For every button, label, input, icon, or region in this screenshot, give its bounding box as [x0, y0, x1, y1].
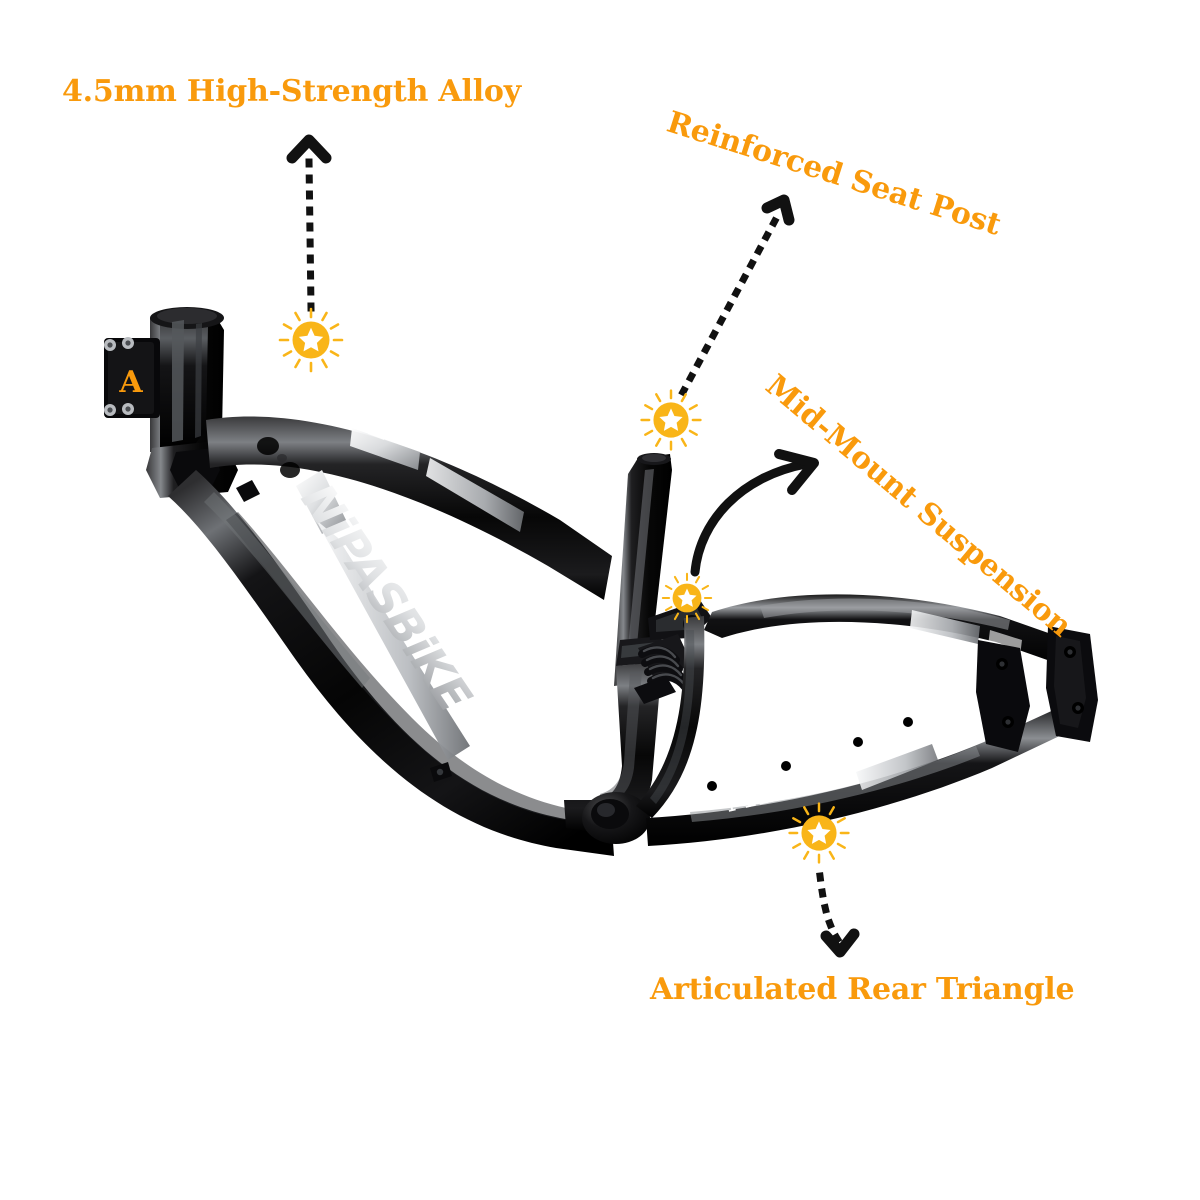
star-badge-alloy — [278, 307, 344, 373]
head-badge-letter: A — [118, 365, 143, 400]
star-badge-suspension — [661, 572, 713, 624]
rear-dropouts — [707, 626, 1098, 791]
star-badge-seatpost — [640, 389, 702, 451]
bottom-bracket — [582, 792, 650, 844]
callout-label-rear-triangle: Articulated Rear Triangle — [650, 972, 1075, 1007]
frame-hardware — [236, 480, 452, 782]
callout-label-alloy: 4.5mm High-Strength Alloy — [62, 74, 521, 109]
arrow-alloy — [286, 134, 332, 312]
rear-link-strut — [636, 616, 705, 818]
arrow-rear-triangle — [816, 872, 860, 958]
arrow-suspension — [690, 449, 819, 577]
rear-triangle-chainstay — [646, 708, 1068, 846]
top-tube — [206, 416, 612, 600]
down-tube — [168, 470, 614, 856]
star-badge-rear-triangle — [788, 802, 850, 864]
arrow-seatpost — [678, 194, 795, 397]
